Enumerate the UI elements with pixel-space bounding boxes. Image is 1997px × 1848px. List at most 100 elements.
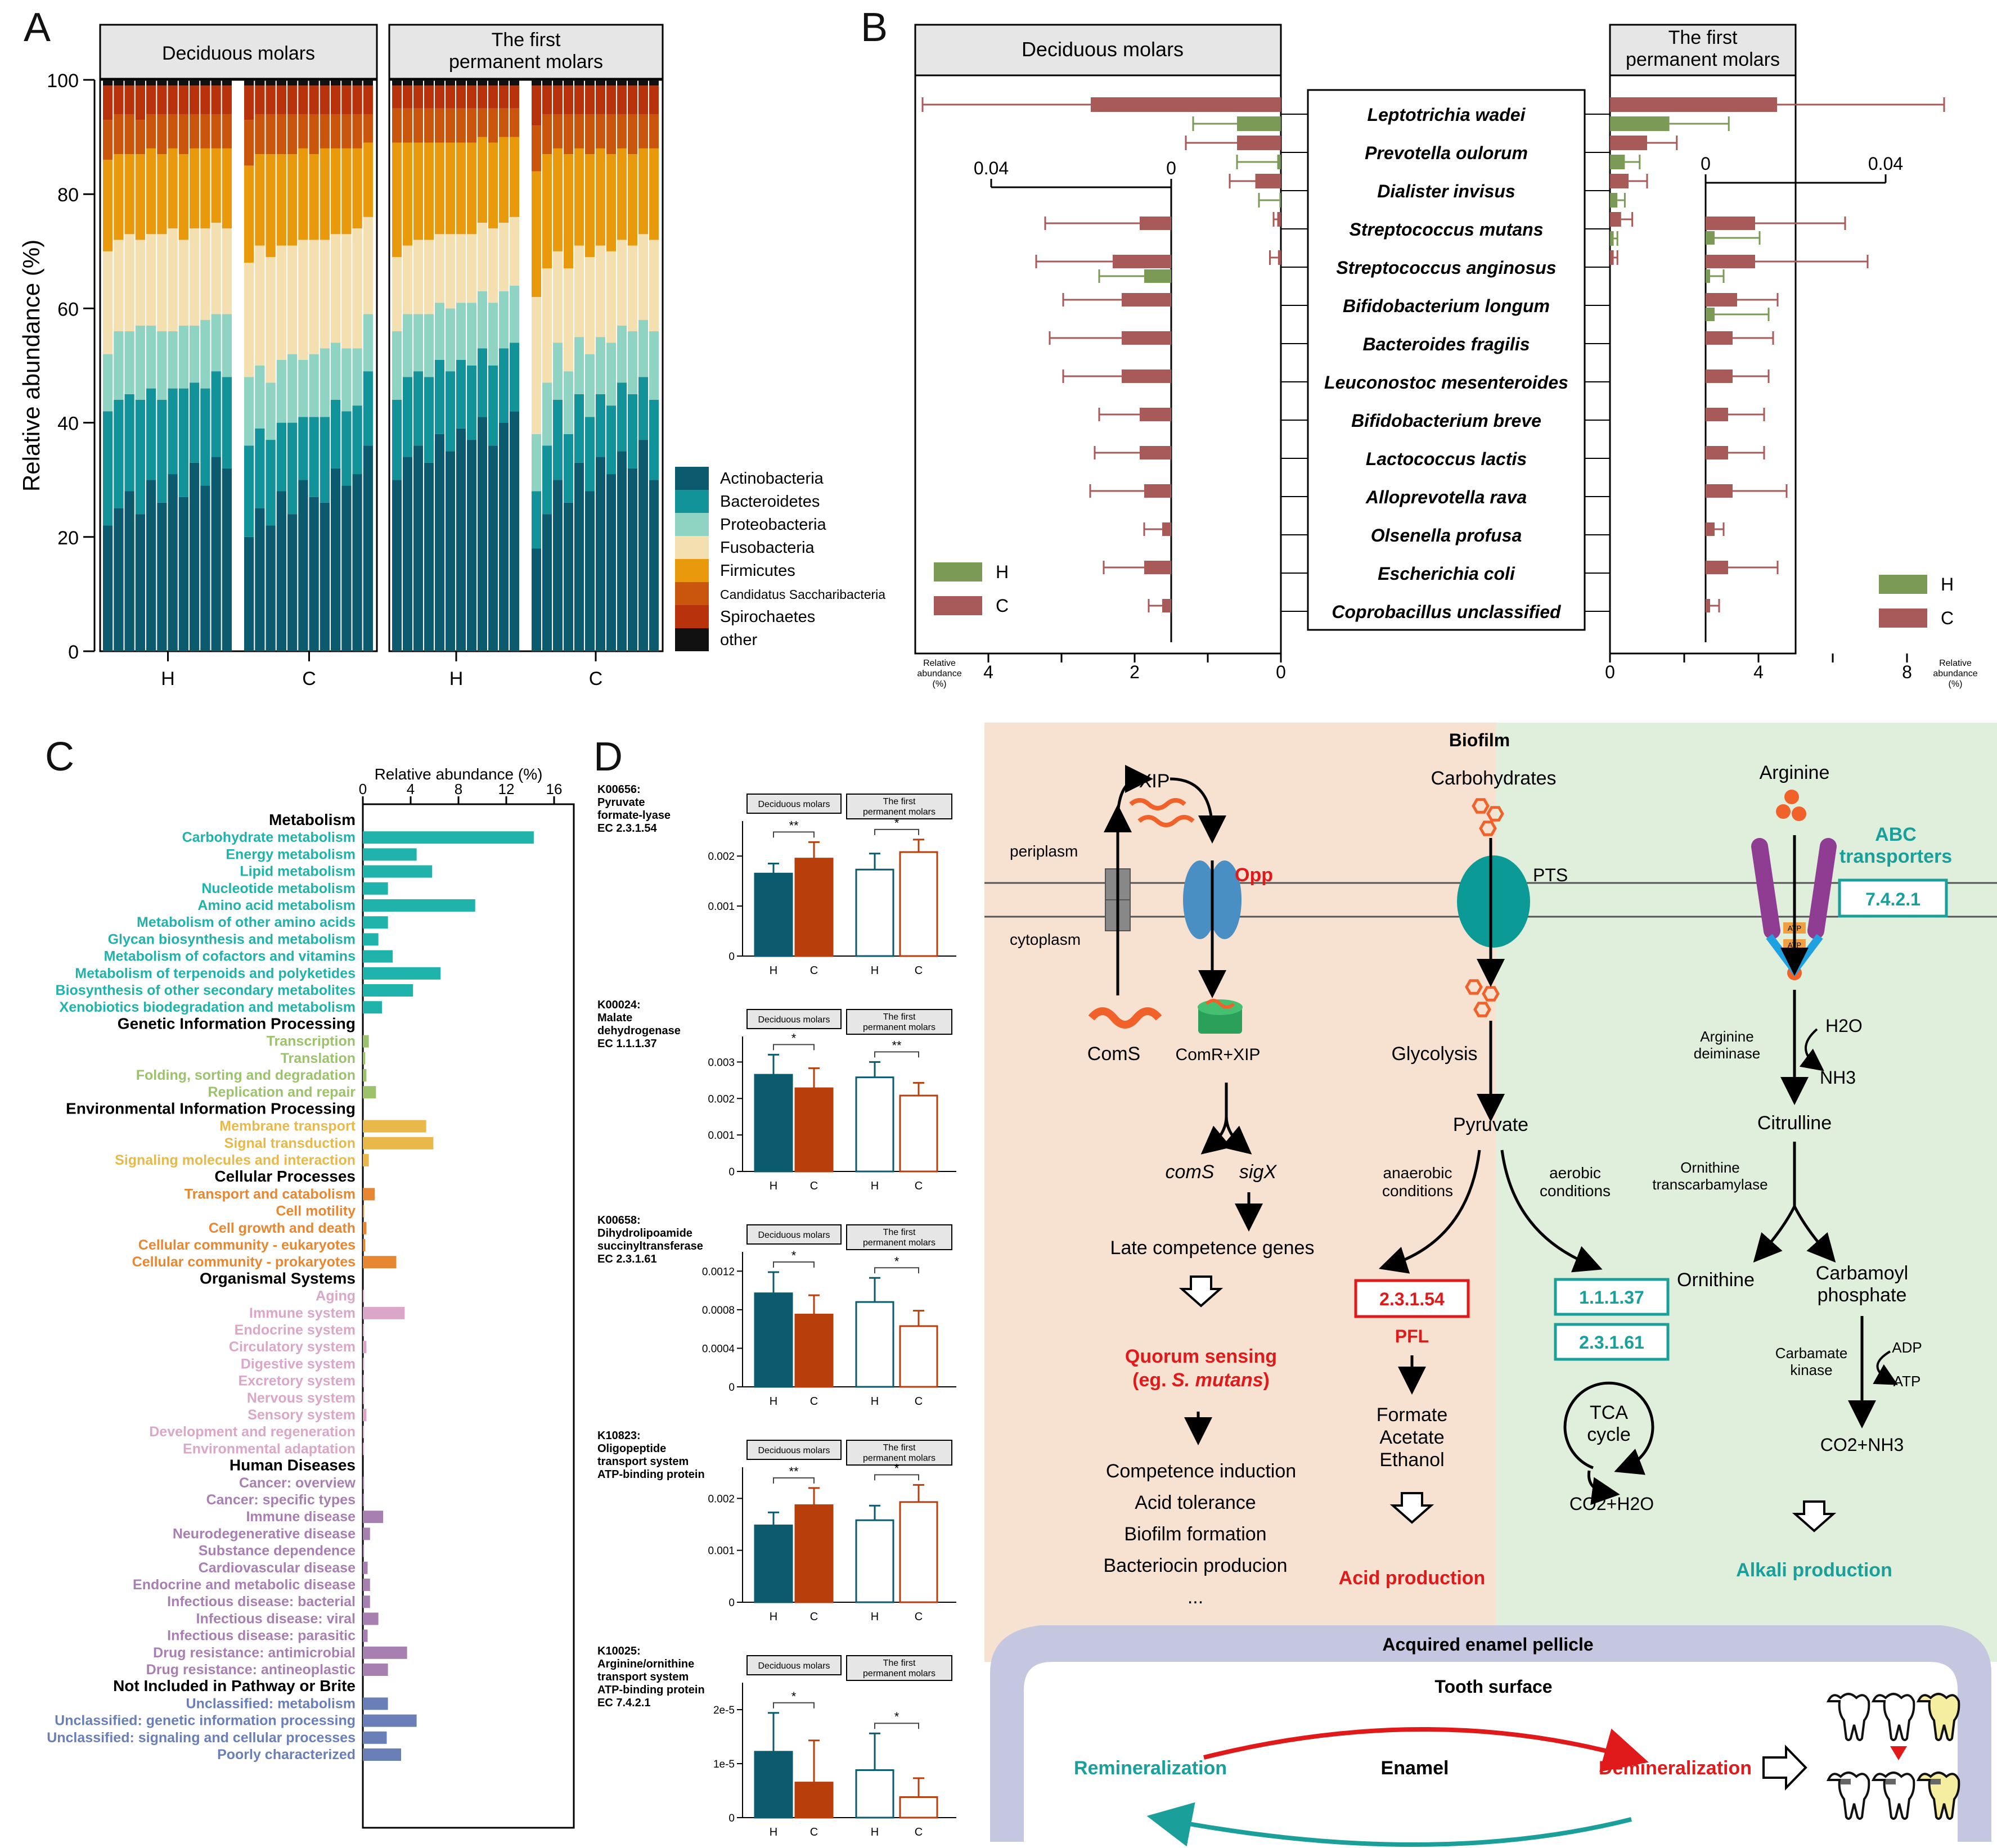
nh3-label: NH3 xyxy=(1820,1067,1856,1088)
stacked-segment xyxy=(200,485,210,651)
pathway-bar xyxy=(363,882,388,895)
y-tick-label: 0 xyxy=(728,951,735,963)
stacked-segment xyxy=(352,148,362,229)
species-bar xyxy=(1277,212,1281,227)
y-tick-label: 0 xyxy=(728,1382,735,1394)
species-label: Leuconostoc mesenteroides xyxy=(1324,372,1568,393)
pathway-bar xyxy=(363,1035,369,1048)
stacked-segment xyxy=(255,508,265,651)
stacked-segment xyxy=(244,80,254,86)
species-bar xyxy=(1279,193,1281,208)
stacked-segment xyxy=(478,85,487,109)
stacked-segment xyxy=(606,251,616,343)
facet-title: Deciduous molars xyxy=(758,1015,830,1025)
pathway-label: Translation xyxy=(281,1051,356,1066)
stacked-segment xyxy=(157,114,167,155)
pathway-bar xyxy=(363,1646,407,1659)
tooth-icon xyxy=(1871,1772,1915,1820)
pathway-bar xyxy=(363,831,534,844)
pathway-label: Immune system xyxy=(249,1305,356,1321)
stacked-segment xyxy=(488,80,498,86)
y-tick-label: 100 xyxy=(47,70,79,92)
inset-bar xyxy=(1122,369,1171,383)
species-label: Leptotrichia wadei xyxy=(1368,105,1526,125)
legend-label: H xyxy=(1941,574,1954,594)
pathway-label: Cell growth and death xyxy=(209,1220,356,1236)
x-tick-label: H xyxy=(770,1180,777,1192)
facet-strip xyxy=(1609,24,1797,76)
pathway-label: Excretory system xyxy=(239,1373,356,1389)
inset-bar xyxy=(1113,255,1171,268)
legend-swatch xyxy=(675,605,709,628)
facet-frame xyxy=(388,79,664,652)
pathway-label: Biosynthesis of other secondary metaboli… xyxy=(56,982,356,998)
stacked-segment xyxy=(564,502,573,651)
stacked-segment xyxy=(341,348,352,412)
significance-bracket xyxy=(773,831,815,838)
significance-stars: * xyxy=(791,1248,797,1263)
stacked-segment xyxy=(649,85,659,114)
stacked-segment xyxy=(392,480,402,651)
y-tick-label: 0.003 xyxy=(708,1057,735,1069)
stacked-segment xyxy=(606,114,616,155)
stacked-segment xyxy=(298,148,308,240)
stacked-segment xyxy=(222,228,232,314)
stacked-segment xyxy=(244,165,254,263)
facet-strip xyxy=(846,1655,952,1681)
stacked-segment xyxy=(446,234,455,309)
citrulline-label: Citrulline xyxy=(1757,1112,1832,1134)
x-tick-label: 4 xyxy=(407,781,415,797)
stacked-segment xyxy=(211,371,221,457)
category-header: Metabolism xyxy=(269,811,356,828)
coms-gene: comS xyxy=(1166,1161,1215,1183)
pathway-bar xyxy=(363,916,388,929)
glycolysis-label: Glycolysis xyxy=(1391,1043,1477,1065)
stacked-segment xyxy=(467,366,476,440)
species-bar xyxy=(1237,136,1281,150)
pathway-label: Cardiovascular disease xyxy=(199,1560,356,1576)
species-bar xyxy=(1255,174,1281,188)
ec-box-abc xyxy=(1838,878,1948,918)
pathway-label: Signaling molecules and interaction xyxy=(115,1152,356,1168)
inset-bar xyxy=(1706,599,1710,612)
xip-import-arrow xyxy=(1170,777,1226,844)
pathway-label: Cancer: specific types xyxy=(206,1492,356,1508)
stacked-segment xyxy=(331,80,341,86)
arginine-molecule xyxy=(1776,804,1791,819)
pathway-bar xyxy=(363,1595,370,1608)
stacked-segment xyxy=(211,314,221,372)
pathway-label: Cell motility xyxy=(276,1204,356,1219)
stacked-segment xyxy=(628,331,637,394)
x-tick-label: H xyxy=(871,1826,879,1838)
x-tick-label: H xyxy=(449,668,464,686)
species-bar xyxy=(1610,97,1777,112)
pathway-label: Neurodegenerative disease xyxy=(173,1526,356,1541)
inset-bar xyxy=(1144,269,1171,283)
stacked-segment xyxy=(403,85,412,109)
y-tick-label: 60 xyxy=(57,299,79,320)
stacked-segment xyxy=(392,399,402,480)
stacked-segment xyxy=(628,394,637,468)
enzyme-bar xyxy=(794,858,834,957)
stacked-segment xyxy=(331,468,341,651)
pathway-bar xyxy=(363,1612,379,1625)
species-bar xyxy=(1610,136,1647,150)
opp-channel-right xyxy=(1208,860,1242,939)
enzyme-bar xyxy=(855,1301,894,1388)
stacked-segment xyxy=(200,114,210,148)
stacked-segment xyxy=(103,85,113,120)
stacked-segment xyxy=(168,80,178,86)
stacked-segment xyxy=(606,154,616,251)
stacked-segment xyxy=(114,114,124,155)
stacked-segment xyxy=(553,114,563,148)
facet-strip xyxy=(746,1440,842,1460)
stacked-segment xyxy=(606,80,616,86)
pathway-bar xyxy=(363,1001,382,1014)
enzyme-bar xyxy=(794,1782,834,1819)
alkali-production-label: Alkali production xyxy=(1736,1559,1892,1581)
stacked-segment xyxy=(211,457,221,651)
stacked-segment xyxy=(488,85,498,109)
